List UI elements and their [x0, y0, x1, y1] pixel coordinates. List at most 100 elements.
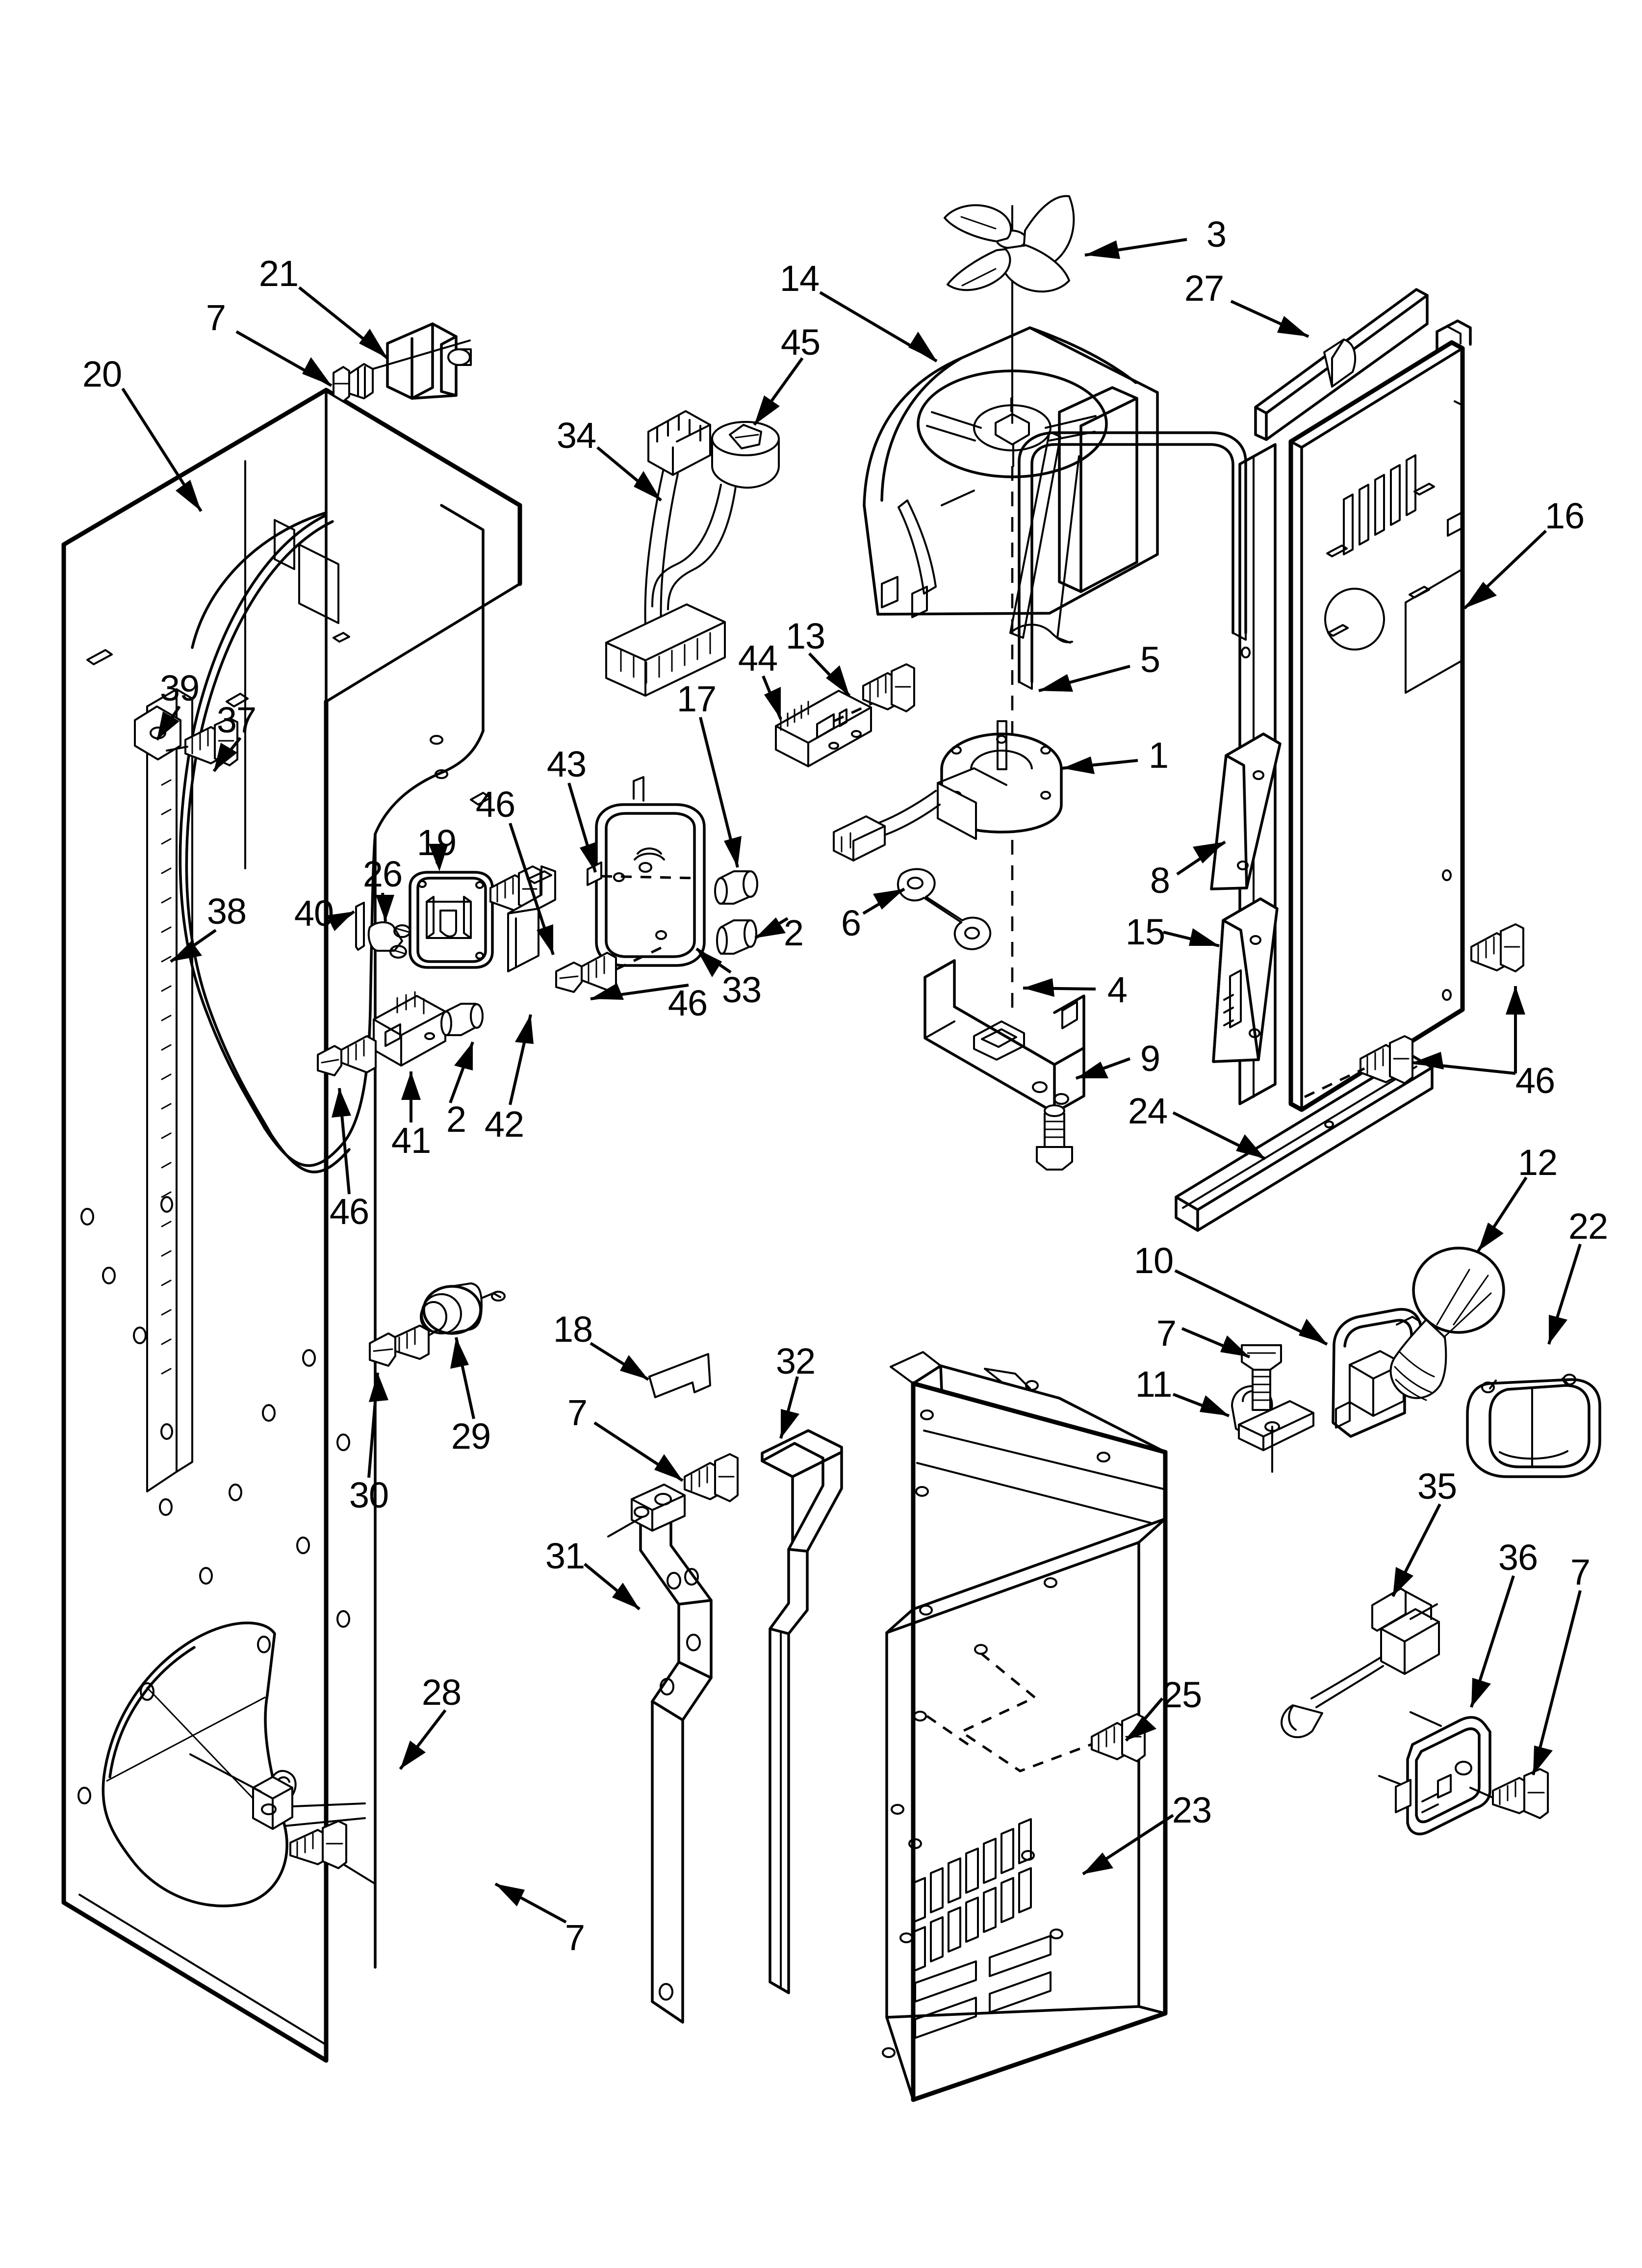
callout-1[interactable]: 1	[1148, 735, 1169, 776]
screw-9-art	[1036, 1104, 1073, 1171]
screw-13-art	[862, 663, 915, 712]
callout-9[interactable]: 9	[1140, 1038, 1160, 1079]
callout-7-bottom[interactable]: 7	[564, 1917, 585, 1958]
screw-46-plunger-art	[317, 1035, 377, 1076]
callout-7-clamp[interactable]: 7	[1156, 1313, 1177, 1354]
fan-shroud-art	[863, 205, 1159, 1011]
pin-40-art	[355, 902, 365, 951]
fan-motor-cover-art	[587, 776, 706, 967]
callout-26[interactable]: 26	[362, 854, 403, 894]
cabinet-liner-art	[61, 388, 522, 2063]
thermistor-harness-art	[1281, 1588, 1440, 1739]
callout-10[interactable]: 10	[1133, 1240, 1174, 1281]
motor-mount-bracket-art	[924, 959, 1085, 1114]
callout-20[interactable]: 20	[82, 354, 122, 394]
screw-7-arm-art	[684, 1453, 739, 1502]
screw-7-clamp-art	[1241, 1344, 1282, 1411]
callout-24[interactable]: 24	[1128, 1091, 1168, 1131]
callout-12[interactable]: 12	[1517, 1142, 1558, 1183]
wire-form-art	[1018, 431, 1247, 690]
callout-22[interactable]: 22	[1568, 1206, 1608, 1247]
callout-46-cover[interactable]: 46	[475, 784, 515, 825]
wire-clamp-11-art	[1231, 1385, 1314, 1473]
screw-25-art	[1091, 1713, 1146, 1762]
callout-32[interactable]: 32	[775, 1341, 816, 1382]
switch-housing-19-art	[409, 871, 520, 969]
bushing-2-art	[716, 919, 757, 955]
callout-45[interactable]: 45	[780, 322, 821, 363]
callout-46-cover-screw[interactable]: 46	[667, 983, 708, 1023]
callout-2-upper[interactable]: 2	[783, 912, 804, 953]
callout-36[interactable]: 36	[1498, 1537, 1538, 1578]
callout-8[interactable]: 8	[1150, 860, 1170, 901]
callout-37[interactable]: 37	[216, 700, 257, 740]
screw-7-thermistor-art	[1492, 1768, 1549, 1819]
lower-grille-panel-art	[882, 1351, 1168, 2102]
callout-33[interactable]: 33	[721, 969, 762, 1010]
callout-21[interactable]: 21	[258, 253, 299, 294]
callout-35[interactable]: 35	[1417, 1466, 1457, 1507]
control-board-art	[775, 690, 877, 767]
callout-15[interactable]: 15	[1125, 912, 1165, 952]
callout-6[interactable]: 6	[841, 903, 861, 943]
callout-13[interactable]: 13	[785, 616, 825, 656]
light-bulb-art	[1389, 1247, 1505, 1401]
callout-19[interactable]: 19	[416, 822, 457, 863]
callout-25[interactable]: 25	[1162, 1674, 1202, 1715]
front-trim-rail-art	[1175, 1053, 1434, 1232]
fan-motor-art	[833, 720, 1063, 861]
light-lens-cover-art	[1466, 1374, 1601, 1478]
thermistor-housing-art	[1378, 1711, 1512, 1835]
callout-17[interactable]: 17	[676, 678, 717, 719]
shim-plate-18-art	[648, 1353, 711, 1398]
callout-39[interactable]: 39	[159, 668, 200, 708]
cabinet-bottom-cutout	[102, 1621, 288, 1907]
callout-42[interactable]: 42	[484, 1104, 524, 1145]
callout-3[interactable]: 3	[1206, 214, 1227, 255]
callout-44[interactable]: 44	[738, 638, 778, 678]
wire-harness-art	[605, 410, 780, 697]
callout-41[interactable]: 41	[391, 1120, 431, 1161]
hinge-shim-15-art	[1212, 897, 1279, 1063]
switch-cover-42-art	[507, 865, 556, 972]
hinge-shim-8-art	[1210, 732, 1282, 890]
callout-11[interactable]: 11	[1135, 1364, 1173, 1405]
callout-4[interactable]: 4	[1107, 969, 1128, 1010]
callout-7-top[interactable]: 7	[205, 297, 226, 338]
callout-5[interactable]: 5	[1140, 639, 1160, 680]
screw-7-clip-art	[289, 1820, 347, 1869]
screw-30-art	[369, 1325, 438, 1367]
callout-27[interactable]: 27	[1184, 268, 1224, 309]
callout-34[interactable]: 34	[556, 415, 596, 456]
hinge-support-arm-art	[607, 1484, 713, 2024]
bushing-2-lower-art	[440, 1003, 484, 1036]
fan-blade-art	[944, 195, 1075, 293]
callout-30[interactable]: 30	[349, 1475, 389, 1515]
corner-bracket-art	[386, 322, 472, 400]
drain-tube-art	[761, 1429, 843, 1994]
callout-38[interactable]: 38	[206, 891, 247, 932]
callout-29[interactable]: 29	[451, 1416, 491, 1457]
callout-18[interactable]: 18	[553, 1309, 593, 1350]
callout-2-lower[interactable]: 2	[446, 1099, 466, 1140]
callout-40[interactable]: 40	[294, 893, 334, 934]
callout-7-arm[interactable]: 7	[567, 1392, 588, 1433]
rear-access-panel-art	[1238, 319, 1472, 1112]
shelf-ladder	[146, 688, 193, 1492]
callout-46-plunger[interactable]: 46	[329, 1191, 369, 1232]
roller-wheel-art	[420, 1282, 506, 1335]
callout-43[interactable]: 43	[546, 744, 587, 784]
callout-23[interactable]: 23	[1172, 1790, 1212, 1830]
callout-14[interactable]: 14	[779, 258, 820, 299]
leader-lines	[121, 238, 1582, 1924]
tube-clip-28-art	[189, 1753, 366, 1830]
air-duct-baffle-art	[1254, 288, 1429, 441]
callout-46-panel[interactable]: 46	[1515, 1060, 1555, 1101]
callout-7-thermistor[interactable]: 7	[1570, 1552, 1591, 1592]
callout-31[interactable]: 31	[545, 1536, 585, 1576]
callout-28[interactable]: 28	[421, 1672, 462, 1713]
spring-clip-26-art	[367, 921, 411, 959]
callout-16[interactable]: 16	[1544, 495, 1585, 536]
